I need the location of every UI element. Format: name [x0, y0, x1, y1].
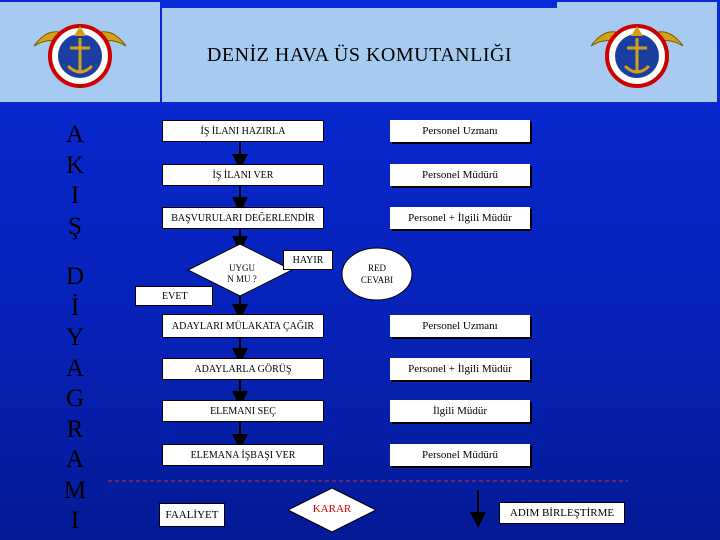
side-letter: G — [65, 385, 85, 412]
role-box-6: İlgili Müdür — [390, 400, 530, 422]
reject-line-2: CEVABI — [360, 275, 394, 285]
task-label: İŞ İLANI VER — [212, 169, 274, 181]
task-box-4: ADAYLARI MÜLAKATA ÇAĞIR — [162, 314, 324, 338]
role-label: Personel Müdürü — [421, 449, 499, 461]
command-emblem-left — [33, 24, 127, 88]
side-letter: K — [65, 151, 85, 179]
legend-decision-diamond — [286, 487, 378, 533]
yes-label-box: EVET — [135, 286, 213, 306]
command-emblem-right — [590, 24, 684, 88]
task-label: İŞ İLANI HAZIRLA — [200, 125, 286, 137]
task-box-2: İŞ İLANI VER — [162, 164, 324, 186]
role-label: Personel + İlgili Müdür — [408, 363, 512, 375]
task-label: ADAYLARLA GÖRÜŞ — [194, 363, 292, 375]
reject-text: RED CEVABI — [347, 262, 407, 286]
side-label-diyagrami: D İ Y A G R A M I — [62, 262, 88, 537]
side-letter: Y — [65, 324, 85, 351]
no-label: HAYIR — [292, 254, 324, 266]
role-box-5: Personel + İlgili Müdür — [390, 358, 530, 380]
side-letter: A — [65, 121, 85, 148]
side-letter: İ — [70, 293, 80, 321]
title-banner: DENİZ HAVA ÜS KOMUTANLIĞI — [162, 8, 557, 102]
decision-line-2: N MU ? — [227, 274, 257, 284]
task-label: ELEMANI SEÇ — [210, 405, 276, 417]
reject-line-1: RED — [368, 263, 386, 273]
side-letter: A — [65, 354, 85, 382]
decision-diamond — [186, 243, 294, 297]
legend-merge-box: ADIM BİRLEŞTİRME — [499, 502, 625, 524]
side-letter: R — [66, 415, 84, 443]
page-title: DENİZ HAVA ÜS KOMUTANLIĞI — [206, 43, 513, 66]
legend-activity-box: FAALİYET — [159, 503, 225, 527]
legend-decision-label: KARAR — [312, 503, 352, 515]
role-box-3: Personel + İlgili Müdür — [390, 207, 530, 229]
task-label: BAŞVURULARI DEĞERLENDİR — [171, 212, 315, 224]
yes-label: EVET — [162, 290, 188, 302]
role-box-1: Personel Uzmanı — [390, 120, 530, 142]
task-box-7: ELEMANA İŞBAŞI VER — [162, 444, 324, 466]
task-label: ADAYLARI MÜLAKATA ÇAĞIR — [171, 320, 315, 332]
role-label: İlgili Müdür — [432, 405, 488, 417]
side-letter: A — [65, 446, 85, 473]
role-box-2: Personel Müdürü — [390, 164, 530, 186]
side-letter: I — [70, 182, 80, 209]
side-label-akis: A K I Ş — [62, 120, 88, 242]
task-box-6: ELEMANI SEÇ — [162, 400, 324, 422]
legend-activity-label: FAALİYET — [165, 509, 219, 521]
reject-circle — [341, 247, 413, 301]
task-box-5: ADAYLARLA GÖRÜŞ — [162, 358, 324, 380]
task-box-1: İŞ İLANI HAZIRLA — [162, 120, 324, 142]
no-label-box: HAYIR — [283, 250, 333, 270]
role-box-7: Personel Müdürü — [390, 444, 530, 466]
legend-merge-label: ADIM BİRLEŞTİRME — [509, 507, 615, 519]
side-letter: M — [63, 476, 87, 504]
side-letter: Ş — [68, 212, 82, 240]
side-letter: I — [70, 507, 80, 534]
side-letter: D — [65, 263, 85, 290]
logo-right-panel — [557, 2, 717, 102]
role-box-4: Personel Uzmanı — [390, 315, 530, 337]
role-label: Personel Uzmanı — [422, 320, 498, 332]
role-label: Personel Müdürü — [421, 169, 499, 181]
role-label: Personel Uzmanı — [422, 125, 498, 137]
task-label: ELEMANA İŞBAŞI VER — [190, 449, 296, 461]
role-label: Personel + İlgili Müdür — [408, 212, 512, 224]
decision-line-1: UYGU — [229, 263, 255, 273]
task-box-3: BAŞVURULARI DEĞERLENDİR — [162, 207, 324, 229]
logo-left-panel — [0, 2, 160, 102]
decision-question: UYGU N MU ? — [222, 263, 262, 285]
